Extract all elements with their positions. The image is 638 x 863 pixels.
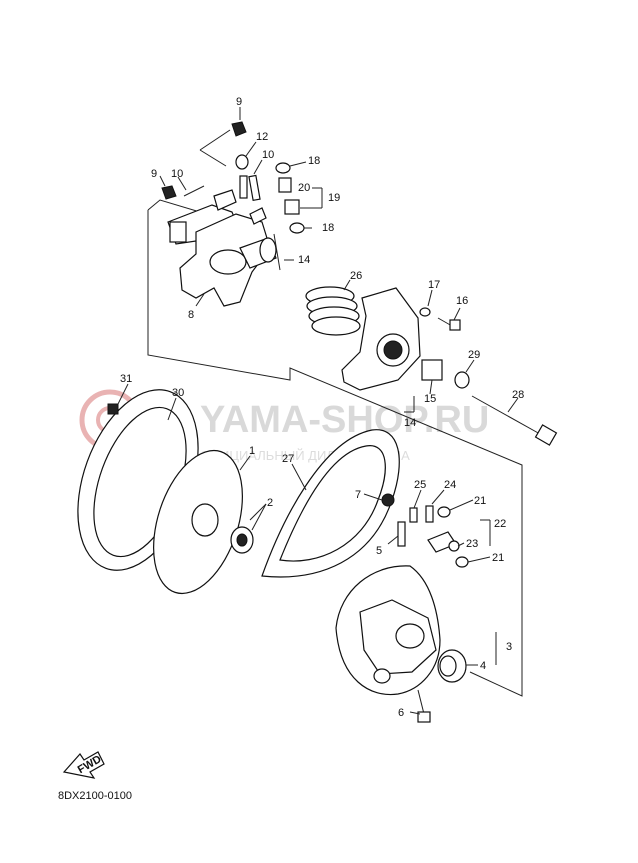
cover-bolt xyxy=(419,307,461,331)
callout-28: 28 xyxy=(512,389,524,401)
diagram-code: 8DX2100-0100 xyxy=(58,790,133,802)
fixed-sheave xyxy=(153,449,243,595)
callout-21a: 21 xyxy=(474,495,486,507)
callout-27: 27 xyxy=(282,453,294,465)
callout-5: 5 xyxy=(376,545,382,557)
callout-19: 19 xyxy=(328,192,340,204)
callout-9b: 9 xyxy=(151,168,157,180)
callout-18a: 18 xyxy=(308,155,320,167)
callout-31: 31 xyxy=(120,373,132,385)
watermark-brand: YAMA-SHOP.RU xyxy=(200,399,489,441)
collar xyxy=(230,526,254,554)
callout-23: 23 xyxy=(466,538,478,550)
callout-17: 17 xyxy=(428,279,440,291)
pin-and-weight xyxy=(381,493,406,547)
spider-small-parts xyxy=(161,121,305,271)
secondary-sheave xyxy=(335,565,441,696)
slider-parts xyxy=(409,505,469,568)
callout-6: 6 xyxy=(398,707,404,719)
callout-24: 24 xyxy=(444,479,456,491)
callout-3: 3 xyxy=(506,641,512,653)
callout-2: 2 xyxy=(267,497,273,509)
callout-14: 14 xyxy=(404,417,416,429)
long-bolt xyxy=(471,395,558,446)
callout-9a: 9 xyxy=(236,96,242,108)
spring-cover xyxy=(341,287,470,391)
callout-12: 14 xyxy=(298,254,310,266)
callout-8: 8 xyxy=(188,309,194,321)
fwd-arrow-icon: FWD xyxy=(62,751,105,779)
callout-21b: 21 xyxy=(492,552,504,564)
callout-25: 25 xyxy=(414,479,426,491)
bearing xyxy=(437,649,467,683)
callout-7: 7 xyxy=(355,489,361,501)
leader-lines xyxy=(117,107,519,715)
callout-13: 12 xyxy=(256,131,268,143)
callout-labels: 9 12 10 9 10 18 20 19 18 14 8 26 17 16 2… xyxy=(120,96,524,719)
spider-assembly xyxy=(167,189,277,307)
callout-1: 1 xyxy=(249,445,255,457)
callout-30: 30 xyxy=(172,387,184,399)
callout-16: 16 xyxy=(456,295,468,307)
callout-22: 22 xyxy=(494,518,506,530)
spring xyxy=(305,286,361,336)
callout-10: 10 xyxy=(171,168,183,180)
callout-18b: 18 xyxy=(322,222,334,234)
drive-belt xyxy=(261,429,400,578)
sheave-bolt xyxy=(417,689,431,723)
ring-gear-bolt xyxy=(107,403,119,415)
callout-4: 4 xyxy=(480,660,486,672)
callout-20: 20 xyxy=(298,182,310,194)
callout-15: 15 xyxy=(424,393,436,405)
callout-26: 26 xyxy=(350,270,362,282)
callout-29: 29 xyxy=(468,349,480,361)
callout-11: 10 xyxy=(262,149,274,161)
